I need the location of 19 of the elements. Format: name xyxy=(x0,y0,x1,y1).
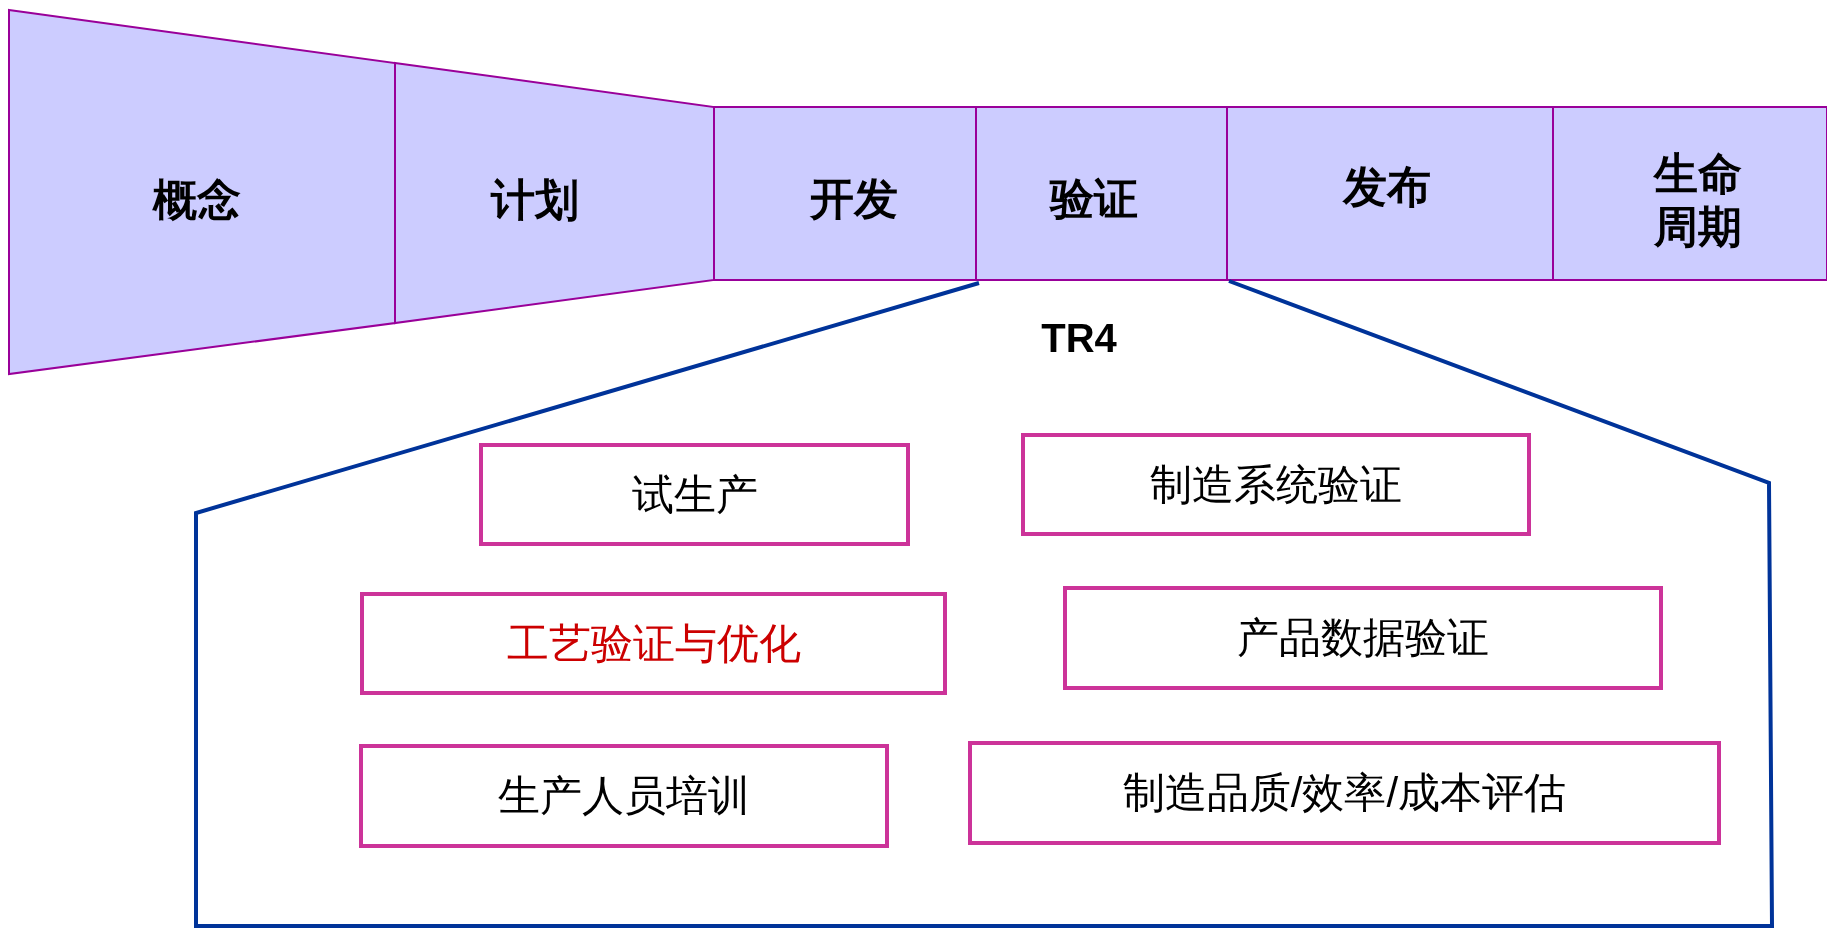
phase-label: 生命周期 xyxy=(1652,149,1743,254)
task-label: 试生产 xyxy=(631,469,758,520)
task-box xyxy=(1021,433,1531,536)
phase-label: 验证 xyxy=(1050,173,1138,226)
phase-label: 概念 xyxy=(153,174,241,227)
task-box xyxy=(1063,586,1663,690)
phase-label: 发布 xyxy=(1343,161,1431,214)
task-label: 制造品质/效率/成本评估 xyxy=(1122,768,1567,818)
phase-label: 开发 xyxy=(810,173,898,226)
task-box xyxy=(360,592,947,695)
task-box xyxy=(968,741,1721,845)
phase-label: 计划 xyxy=(491,174,579,227)
task-box xyxy=(479,443,910,546)
milestone-label: TR4 xyxy=(1041,315,1117,361)
task-label: 产品数据验证 xyxy=(1237,613,1489,663)
task-label: 生产人员培训 xyxy=(498,771,750,821)
task-label: 制造系统验证 xyxy=(1150,459,1402,510)
task-box xyxy=(359,744,889,848)
task-label: 工艺验证与优化 xyxy=(506,618,801,669)
